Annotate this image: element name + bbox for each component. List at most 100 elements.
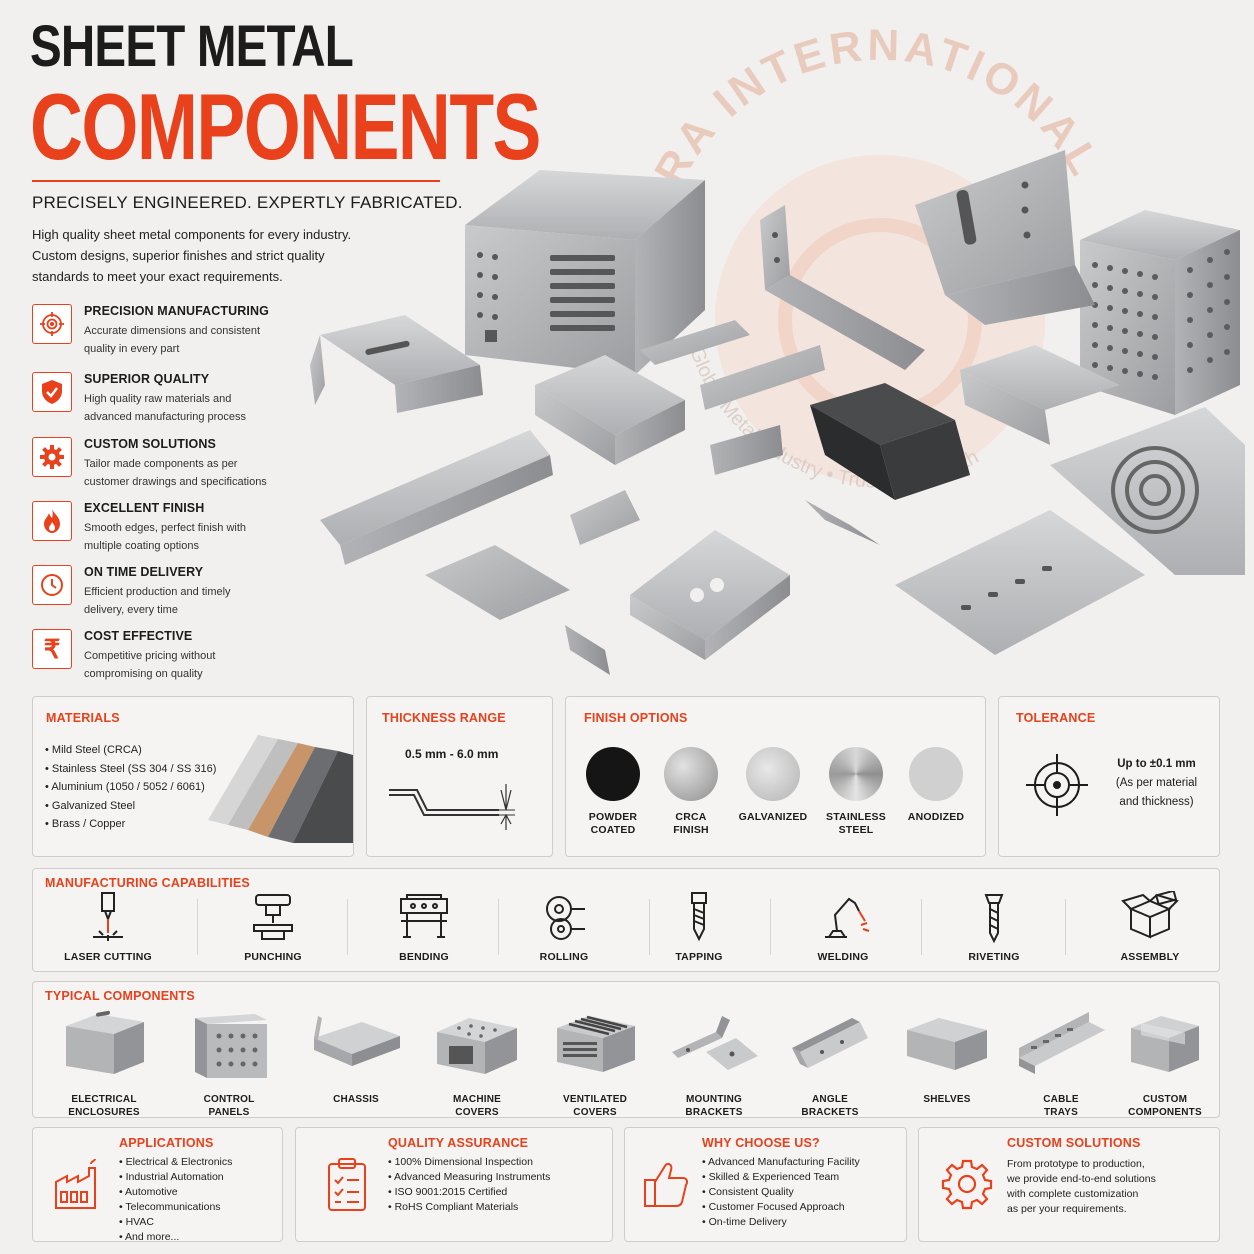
intro-text: High quality sheet metal components for … — [32, 224, 392, 287]
hero-divider — [32, 180, 440, 182]
intro-line: Custom designs, superior finishes and st… — [32, 248, 325, 263]
finish-label: ANODIZED — [907, 811, 965, 823]
material-sheets-image — [208, 735, 353, 843]
galvanized-swatch — [746, 747, 800, 801]
why-choose-list: Advanced Manufacturing Facility Skilled … — [702, 1155, 860, 1230]
ventilated-cover-image — [557, 1015, 635, 1072]
mounting-plate-image — [310, 315, 483, 413]
applications-title: APPLICATIONS — [119, 1136, 214, 1150]
gear-icon — [941, 1159, 993, 1210]
perforated-cube-image — [1080, 210, 1240, 415]
list-item: Advanced Manufacturing Facility — [702, 1155, 860, 1170]
tray-image — [535, 355, 685, 465]
finish-label: GALVANIZED — [738, 811, 808, 823]
list-item: On-time Delivery — [702, 1215, 860, 1230]
feature-title: EXCELLENT FINISH — [84, 501, 205, 515]
list-item: Telecommunications — [119, 1200, 232, 1215]
anodized-swatch — [909, 747, 963, 801]
capability-bending: BENDING — [359, 891, 489, 964]
flat-strip-image — [640, 320, 825, 475]
why-choose-panel: WHY CHOOSE US? Advanced Manufacturing Fa… — [624, 1127, 907, 1242]
small-brackets-image — [425, 490, 880, 675]
open-box-image — [630, 530, 790, 660]
clock-icon — [32, 565, 72, 605]
hero-title-line1: SHEET METAL — [30, 14, 354, 79]
quality-list: 100% Dimensional Inspection Advanced Mea… — [388, 1155, 550, 1215]
gear-icon — [32, 437, 72, 477]
vented-enclosure-image — [465, 170, 705, 375]
list-item: HVAC — [119, 1215, 232, 1230]
feature-title: PRECISION MANUFACTURING — [84, 304, 269, 318]
list-item: Industrial Automation — [119, 1170, 232, 1185]
list-item: Mild Steel (CRCA) — [45, 741, 216, 760]
capability-label: WELDING — [817, 951, 869, 963]
list-item: RoHS Compliant Materials — [388, 1200, 550, 1215]
applications-list: Electrical & Electronics Industrial Auto… — [119, 1155, 232, 1245]
angle-rail-image — [760, 205, 925, 370]
capabilities-panel: MANUFACTURING CAPABILITIES LASER CUTTING… — [32, 868, 1220, 972]
quality-title: QUALITY ASSURANCE — [388, 1136, 529, 1150]
feature-title: ON TIME DELIVERY — [84, 565, 204, 579]
intro-line: standards to meet your exact requirement… — [32, 269, 283, 284]
component-shelves: SHELVES — [892, 1008, 1002, 1106]
capability-punching: PUNCHING — [208, 891, 338, 964]
feature-title: SUPERIOR QUALITY — [84, 372, 210, 386]
capability-label: ROLLING — [539, 951, 589, 963]
divider — [921, 899, 922, 955]
crosshair-icon — [1026, 754, 1088, 816]
fan-guard-plate-image — [1050, 407, 1245, 575]
list-item: 100% Dimensional Inspection — [388, 1155, 550, 1170]
punch-icon — [253, 894, 293, 940]
why-choose-title: WHY CHOOSE US? — [702, 1136, 820, 1150]
hero-title-line2: COMPONENTS — [30, 74, 541, 179]
machine-cover-image — [437, 1018, 517, 1074]
list-item: Galvanized Steel — [45, 797, 216, 816]
feature-custom: CUSTOM SOLUTIONS Tailor made components … — [32, 437, 312, 497]
enclosure-image — [66, 1010, 144, 1074]
components-title: TYPICAL COMPONENTS — [45, 989, 195, 1003]
list-item: Customer Focused Approach — [702, 1200, 860, 1215]
custom-solutions-panel: CUSTOM SOLUTIONS From prototype to produ… — [918, 1127, 1220, 1242]
perforated-bracket-image — [960, 345, 1120, 445]
powder-coated-cover-image — [810, 383, 970, 500]
capability-assembly: ASSEMBLY — [1085, 891, 1215, 964]
list-item: Advanced Measuring Instruments — [388, 1170, 550, 1185]
shield-check-icon — [32, 372, 72, 412]
list-item: ISO 9001:2015 Certified — [388, 1185, 550, 1200]
component-label: SHELVES — [923, 1094, 971, 1105]
capabilities-title: MANUFACTURING CAPABILITIES — [45, 876, 250, 890]
shelf-image — [907, 1018, 987, 1070]
factory-icon — [55, 1158, 96, 1209]
feature-finish: EXCELLENT FINISH Smooth edges, perfect f… — [32, 501, 312, 561]
divider — [649, 899, 650, 955]
list-item: Automotive — [119, 1185, 232, 1200]
divider — [770, 899, 771, 955]
tagline: PRECISELY ENGINEERED. EXPERTLY FABRICATE… — [32, 193, 463, 212]
list-item: Stainless Steel (SS 304 / SS 316) — [45, 760, 216, 779]
thickness-title: THICKNESS RANGE — [382, 711, 506, 725]
intro-line: High quality sheet metal components for … — [32, 227, 352, 242]
feature-title: CUSTOM SOLUTIONS — [84, 437, 216, 451]
capability-riveting: RIVETING — [929, 891, 1059, 964]
angle-bracket-image — [792, 1018, 868, 1068]
welding-icon — [825, 897, 870, 938]
custom-component-image — [1131, 1016, 1199, 1072]
